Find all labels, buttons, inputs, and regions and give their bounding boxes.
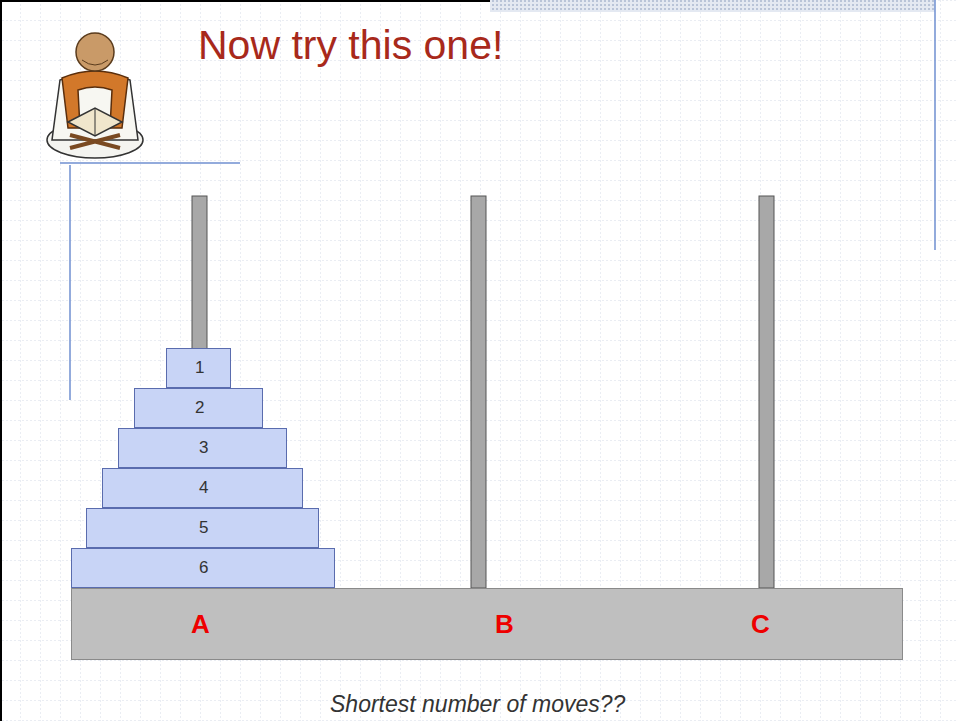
- hatch-band: [490, 0, 935, 12]
- tower-base: A B C: [71, 588, 903, 660]
- slide-caption: Shortest number of moves??: [330, 691, 625, 718]
- disk-number: 2: [195, 398, 204, 418]
- disk: 6: [71, 548, 335, 588]
- accent-line: [60, 162, 240, 164]
- accent-line: [69, 165, 71, 400]
- slide-title: Now try this one!: [198, 22, 503, 69]
- peg: [471, 196, 486, 588]
- peg-label: A: [191, 609, 210, 640]
- monk-illustration: [47, 33, 143, 158]
- disk-number: 6: [199, 558, 208, 578]
- peg-label: B: [495, 609, 514, 640]
- disk-number: 3: [199, 438, 208, 458]
- disk: 1: [166, 348, 231, 388]
- disk-number: 5: [199, 518, 208, 538]
- frame-line: [0, 0, 490, 2]
- disk: 3: [118, 428, 287, 468]
- disk: 5: [86, 508, 319, 548]
- peg-label: C: [751, 609, 770, 640]
- disk-number: 1: [195, 358, 204, 378]
- frame-line: [0, 0, 2, 721]
- disk: 2: [134, 388, 263, 428]
- peg: [759, 196, 774, 588]
- disk: 4: [102, 468, 303, 508]
- disk-number: 4: [199, 478, 208, 498]
- accent-line: [934, 0, 936, 250]
